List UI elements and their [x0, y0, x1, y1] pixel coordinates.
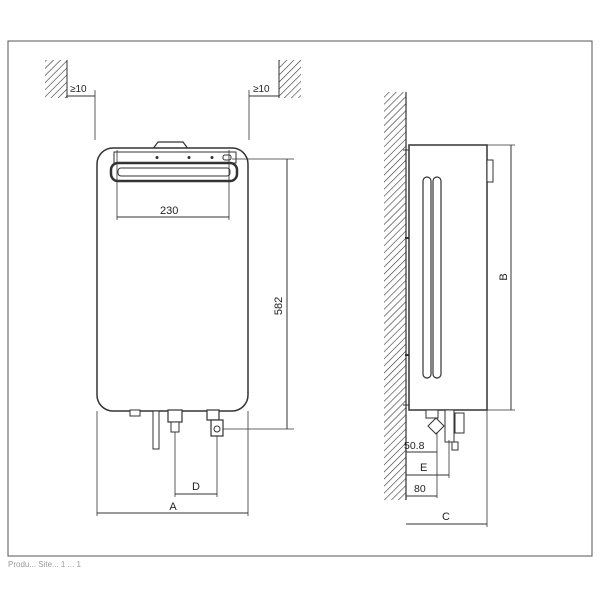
drawing-frame — [7, 40, 593, 557]
heater-body-front — [96, 147, 249, 412]
fitting-small — [129, 409, 141, 417]
front-view: ≥10 ≥10 230 582 — [45, 60, 301, 516]
dim-80-label: 80 — [414, 483, 426, 495]
label-e: E — [420, 462, 427, 474]
side-slot-1 — [422, 176, 432, 379]
label-c: C — [442, 511, 450, 523]
wall-hatch — [384, 92, 406, 500]
mounting-strip — [113, 151, 237, 164]
side-fitting-2 — [444, 409, 455, 443]
heater-body-side — [408, 144, 488, 411]
side-view: B 50.8 E 80 C — [384, 92, 515, 527]
clearance-right-label: ≥10 — [253, 84, 270, 95]
ceiling-hatch-left — [45, 60, 67, 98]
label-b: B — [498, 273, 510, 280]
drain-pipe — [152, 410, 160, 450]
width-230-label: 230 — [160, 205, 178, 217]
label-d: D — [192, 481, 200, 493]
height-582-label: 582 — [273, 297, 285, 315]
clearance-left-label: ≥10 — [70, 84, 87, 95]
dim-50-8-label: 50.8 — [404, 440, 425, 452]
side-valve — [427, 417, 445, 435]
gas-inlet — [206, 409, 220, 421]
ceiling-hatch-right — [279, 60, 301, 98]
water-inlet — [167, 409, 183, 423]
side-fitting-3 — [454, 412, 465, 434]
label-a: A — [169, 501, 177, 513]
side-fitting-1 — [425, 409, 439, 419]
side-slot-2 — [432, 176, 442, 379]
footer-note: Produ... Site... 1 ... 1 — [8, 560, 81, 569]
